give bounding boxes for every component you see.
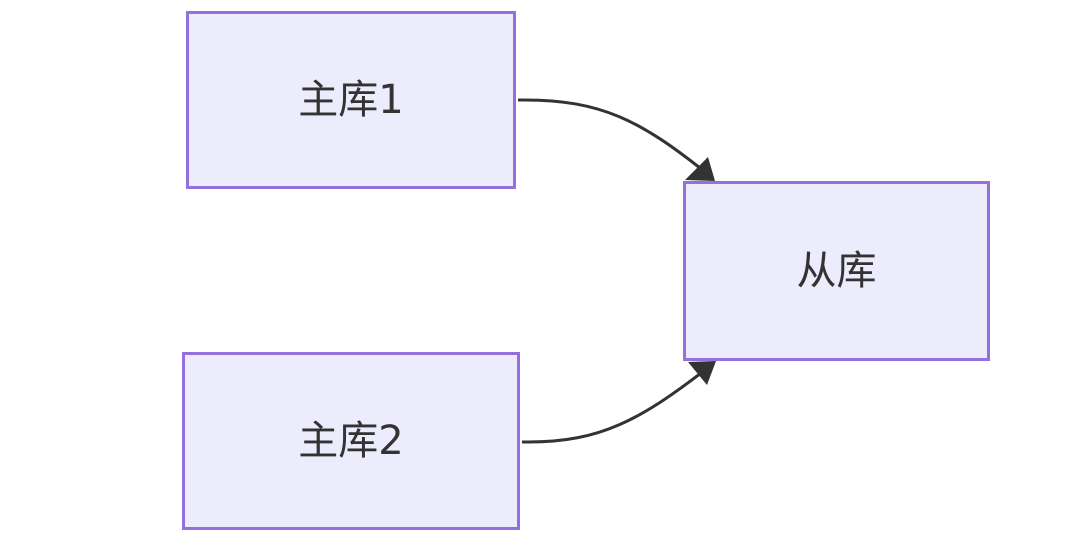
- edge-master2-to-slave: [522, 368, 706, 444]
- node-master-db-1-label: 主库1: [298, 77, 404, 123]
- node-master-db-2[interactable]: 主库2: [182, 352, 520, 530]
- node-slave-db-label: 从库: [796, 248, 877, 294]
- edge-master1-to-slave: [518, 98, 706, 174]
- arrowhead-master2-edge: [688, 361, 716, 385]
- node-master-db-2-label: 主库2: [298, 418, 404, 464]
- node-master-db-1[interactable]: 主库1: [186, 11, 516, 189]
- node-slave-db[interactable]: 从库: [683, 181, 990, 361]
- arrowhead-master1-edge: [685, 157, 715, 181]
